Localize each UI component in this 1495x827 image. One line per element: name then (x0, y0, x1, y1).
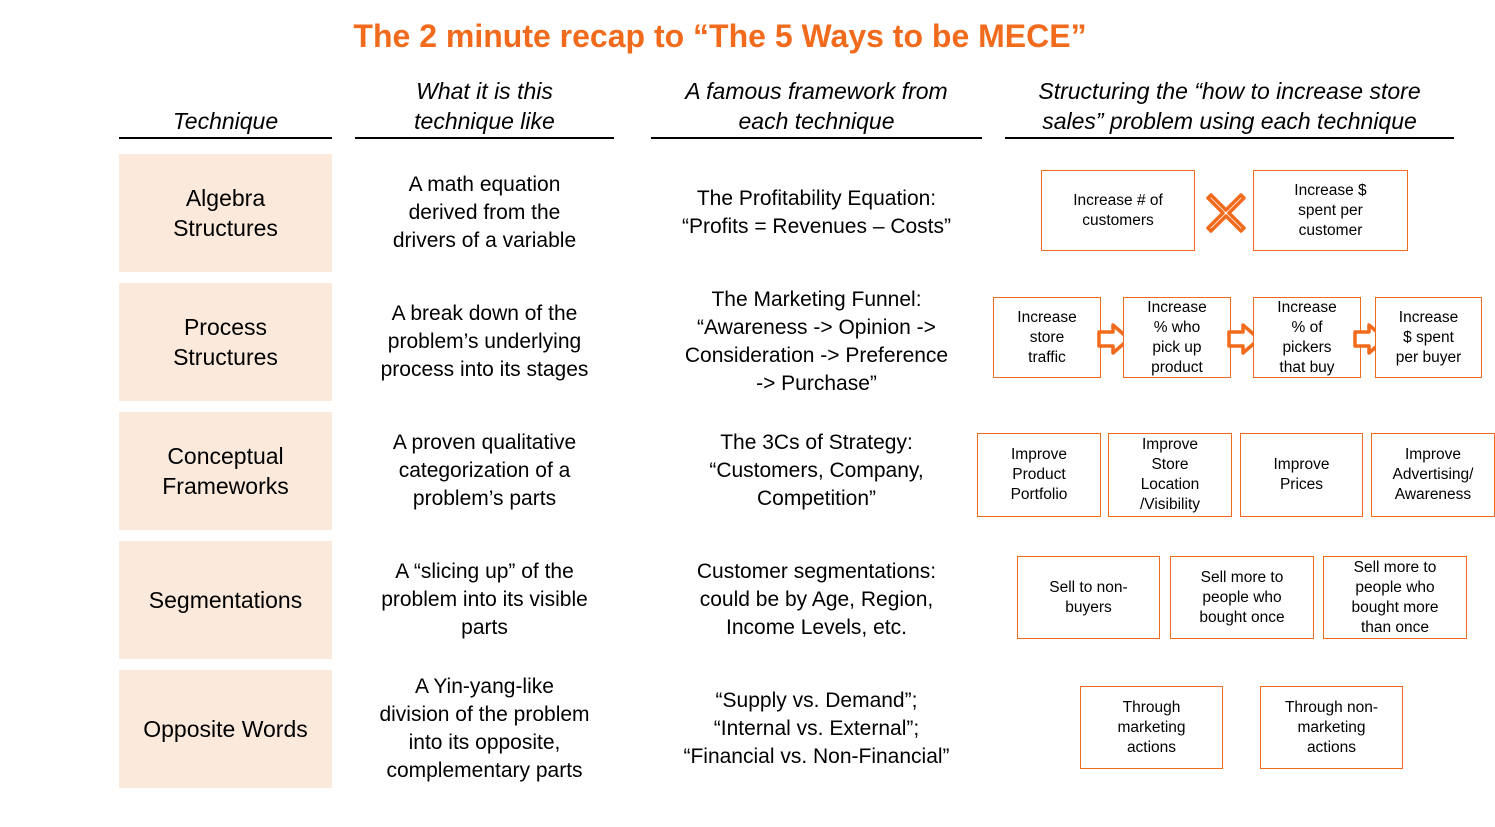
technique-opposite-words: Opposite Words (119, 670, 332, 788)
box-non-marketing-actions: Through non- marketing actions (1260, 686, 1403, 769)
box-spent-per-buyer: Increase $ spent per buyer (1375, 297, 1482, 378)
box-store-traffic: Increase store traffic (993, 297, 1101, 378)
box-pickers-buy: Increase % of pickers that buy (1253, 297, 1361, 378)
box-product-portfolio: Improve Product Portfolio (977, 433, 1101, 517)
technique-like-algebra: A math equation derived from the drivers… (392, 173, 577, 252)
box-pick-up-product: Increase % who pick up product (1123, 297, 1231, 378)
technique-segmentations: Segmentations (119, 541, 332, 659)
framework-conceptual: The 3Cs of Strategy: “Customers, Company… (709, 431, 924, 510)
box-increase-customers: Increase # of customers (1041, 170, 1195, 251)
technique-label: Algebra Structures (173, 185, 278, 241)
box-advertising: Improve Advertising/ Awareness (1371, 433, 1495, 517)
technique-like-segmentations: A “slicing up” of the problem into its v… (381, 560, 588, 639)
framework-segmentations: Customer segmentations: could be by Age,… (696, 560, 937, 639)
header-famous-framework: A famous framework from each technique (651, 76, 982, 139)
technique-like-opposite: A Yin-yang-like division of the problem … (379, 675, 590, 782)
box-marketing-actions: Through marketing actions (1080, 686, 1223, 769)
technique-like-process: A break down of the problem’s underlying… (380, 302, 589, 381)
box-store-location: Improve Store Location /Visibility (1108, 433, 1232, 517)
header-technique: Technique (119, 106, 332, 139)
technique-label: Segmentations (148, 587, 303, 613)
multiply-icon (1206, 193, 1246, 233)
technique-algebra-structures: Algebra Structures (119, 154, 332, 272)
header-structuring: Structuring the “how to increase store s… (1005, 76, 1454, 139)
technique-conceptual-frameworks: Conceptual Frameworks (119, 412, 332, 530)
arrow-right-icon (1227, 323, 1261, 355)
box-increase-spent: Increase $ spent per customer (1253, 170, 1408, 251)
technique-like-conceptual: A proven qualitative categorization of a… (392, 431, 577, 510)
box-sell-bought-once: Sell more to people who bought once (1170, 556, 1314, 639)
arrow-right-icon (1097, 323, 1131, 355)
box-sell-bought-more: Sell more to people who bought more than… (1323, 556, 1467, 639)
header-technique-like: What it is this technique like (355, 76, 614, 139)
framework-opposite: “Supply vs. Demand”; “Internal vs. Exter… (683, 689, 950, 768)
technique-label: Conceptual Frameworks (162, 443, 289, 499)
technique-label: Opposite Words (143, 716, 308, 742)
technique-process-structures: Process Structures (119, 283, 332, 401)
framework-process: The Marketing Funnel: “Awareness -> Opin… (684, 288, 949, 395)
page-title: The 2 minute recap to “The 5 Ways to be … (353, 18, 1087, 54)
framework-algebra: The Profitability Equation: “Profits = R… (681, 187, 952, 238)
technique-label: Process Structures (173, 314, 278, 370)
box-prices: Improve Prices (1240, 433, 1363, 517)
box-sell-non-buyers: Sell to non- buyers (1017, 556, 1160, 639)
